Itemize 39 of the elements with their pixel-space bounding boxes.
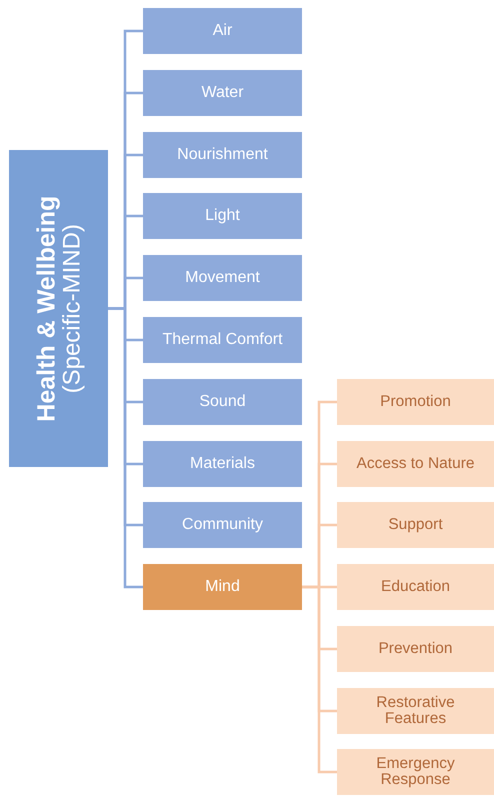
node-label: Promotion [380,394,451,410]
node-label: Movement [185,270,260,286]
category-box [143,379,302,425]
category-box [143,564,302,610]
root-box [9,150,108,467]
node-label: Nourishment [177,146,268,164]
node-label: Health & Wellbeing [32,196,60,422]
connector-line [108,307,143,588]
node-label: Air [212,22,232,40]
category-box [337,564,494,610]
connector-line [302,586,337,774]
node-label: Light [205,208,240,224]
node-label: Materials [190,456,255,472]
category-box [143,70,302,116]
category-box [143,441,302,487]
node-label: Water [201,84,244,102]
node-label: Education [381,578,450,596]
category-box [337,502,494,548]
category-box [143,193,302,239]
node-label: Prevention [378,640,453,658]
node-label: Access to Nature [356,456,475,472]
node-label: Sound [199,394,246,410]
node-label: Emergency Response [375,756,456,788]
category-box [337,749,494,795]
category-box [143,8,302,54]
node-label: Thermal Comfort [162,332,283,348]
node-label: Support [388,516,443,534]
category-box [143,132,302,178]
category-box [337,379,494,425]
node-sublabel: (Specific-MIND) [59,224,84,394]
category-box [337,626,494,672]
category-box [143,317,302,363]
category-box [143,255,302,301]
category-box [143,502,302,548]
category-box [337,441,494,487]
node-label: Mind [205,578,240,596]
node-label: Community [182,516,263,534]
category-box [337,688,494,734]
node-label: Restorative Features [375,694,456,728]
